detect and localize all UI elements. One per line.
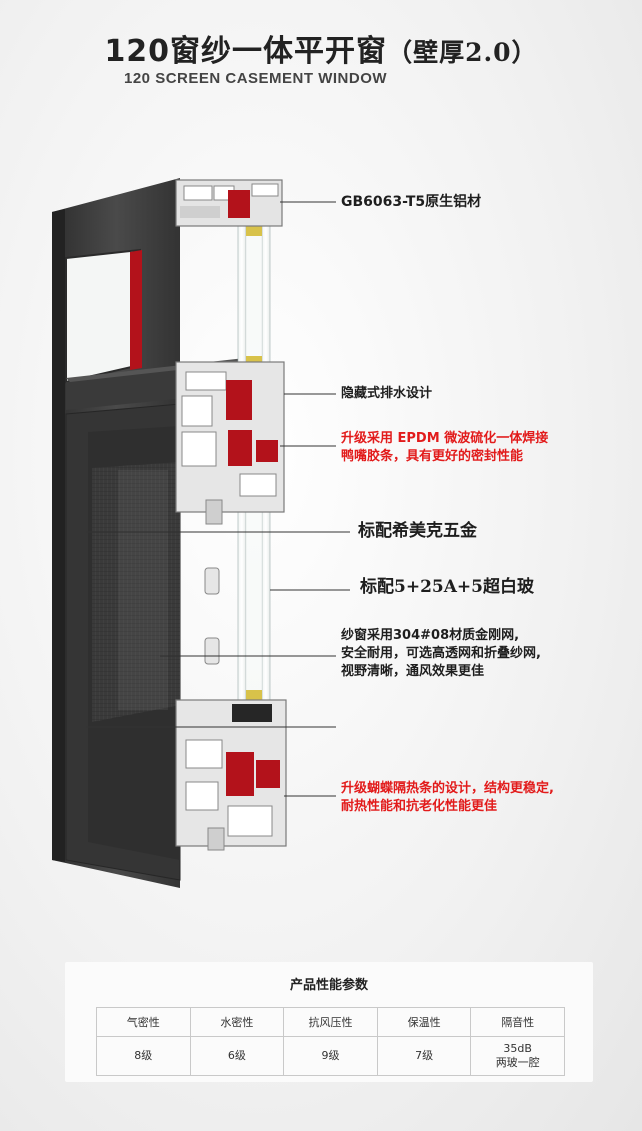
param-header-soundproof: 隔音性 [470,1007,565,1037]
param-header-airtightness: 气密性 [96,1007,191,1037]
upper-glass-panel [65,248,141,384]
title-main: 120窗纱一体平开窗 [104,34,388,69]
param-value-airtightness: 8级 [96,1036,191,1076]
callout-epdm-line-2: 鸭嘴胶条，具有更好的密封性能 [341,449,524,464]
callout-thermal-line-1: 升级蝴蝶隔热条的设计，结构更稳定, [341,781,554,796]
mesh-highlight [118,470,168,710]
callout-hardware: 标配希美克五金 [358,521,477,541]
param-header-insulation: 保温性 [376,1007,472,1037]
params-header-row: 气密性 水密性 抗风压性 保温性 隔音性 [96,1007,565,1037]
middle-profile [175,361,285,525]
param-value-insulation: 7级 [376,1036,472,1076]
page-title: 120窗纱一体平开窗（壁厚2.0） [0,26,642,70]
param-value-watertightness: 6级 [189,1036,285,1076]
hardware-knob-1 [204,567,220,595]
hardware-knob-2 [204,637,220,665]
callout-glass: 标配5+25A+5超白玻 [360,577,534,597]
callout-epdm-line-1: 升级采用 EPDM 微波硫化一体焊接 [341,431,549,446]
title-thickness: （壁厚2.0） [387,38,538,67]
params-value-row: 8级 6级 9级 7级 35dB 两玻一腔 [96,1036,565,1076]
param-value-soundproof-db: 35dB [503,1042,532,1055]
screen-mesh [92,462,180,722]
callout-screen: 纱窗采用304#08材质金刚网, 安全耐用，可选高透网和折叠纱网, 视野清晰，通… [341,627,541,681]
callout-thermal: 升级蝴蝶隔热条的设计，结构更稳定, 耐热性能和抗老化性能更佳 [341,780,554,816]
callout-screen-line-2: 安全耐用，可选高透网和折叠纱网, [341,646,541,661]
bottom-profile [175,699,287,851]
outer-frame-side [52,209,65,862]
param-value-wind-pressure: 9级 [283,1036,378,1076]
top-profile [175,179,283,227]
callout-material: GB6063-T5原生铝材 [341,194,482,210]
callout-epdm: 升级采用 EPDM 微波硫化一体焊接 鸭嘴胶条，具有更好的密封性能 [341,430,548,466]
params-title: 产品性能参数 [289,978,368,993]
param-header-watertightness: 水密性 [189,1007,285,1037]
page-subtitle: 120 SCREEN CASEMENT WINDOW [124,70,388,87]
params-table: 气密性 水密性 抗风压性 保温性 隔音性 8级 6级 9级 7级 35dB 两玻… [96,1007,565,1076]
window-cross-section-diagram [52,178,350,888]
callout-screen-line-1: 纱窗采用304#08材质金刚网, [341,628,520,643]
param-value-soundproof: 35dB 两玻一腔 [470,1036,565,1076]
callout-screen-line-3: 视野清晰，通风效果更佳 [341,664,485,679]
param-value-soundproof-glass: 两玻一腔 [495,1056,540,1069]
upper-red-gasket [130,250,142,370]
param-header-wind-pressure: 抗风压性 [283,1007,378,1037]
callout-thermal-line-2: 耐热性能和抗老化性能更佳 [341,799,498,814]
callout-drainage: 隐藏式排水设计 [341,386,433,401]
